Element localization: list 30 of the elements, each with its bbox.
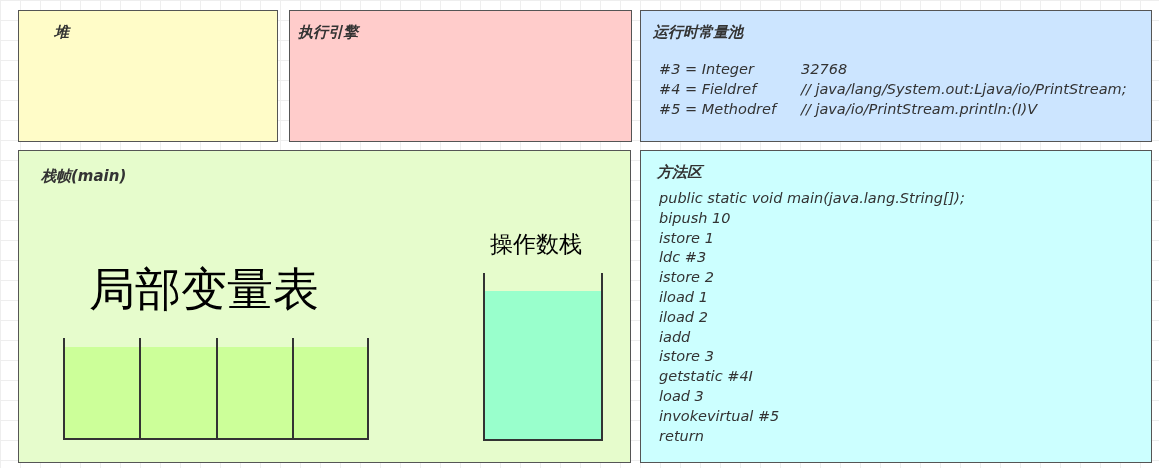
box-heading: 执行引擎 — [298, 23, 358, 42]
bytecode-line: ldc #3 — [659, 249, 707, 266]
method-area-box — [640, 150, 1152, 463]
bytecode-line: load 3 — [659, 388, 704, 404]
bytecode-line: public static void main(java.lang.String[]); — [659, 190, 965, 206]
box-heading: 运行时常量池 — [653, 23, 743, 42]
stack-title: 操作数栈 — [490, 230, 582, 259]
bytecode-line: return — [659, 427, 704, 444]
bytecode-line: bipush 10 — [659, 209, 731, 226]
constant-entry: #5 = Methodref — [659, 101, 777, 117]
constant-pool-box — [640, 10, 1152, 142]
box-heading: 栈帧(main) — [41, 167, 127, 186]
box-heading: 堆 — [54, 23, 69, 42]
bytecode-line: iload 2 — [659, 308, 708, 325]
bytecode-line: iload 1 — [659, 289, 708, 305]
heap-box — [18, 10, 278, 142]
bytecode-line: iadd — [659, 328, 691, 345]
engine-box — [289, 10, 632, 142]
bytecode-line: invokevirtual #5 — [659, 407, 780, 424]
constant-entry: #3 = Integer — [659, 61, 754, 77]
constant-value: // java/lang/System.out:Ljava/io/PrintStream; — [801, 81, 1127, 97]
table-title: 局部变量表 — [89, 261, 319, 318]
constant-value: // java/io/PrintStream.println:(I)V — [801, 101, 1038, 117]
constant-entry: #4 = Fieldref — [659, 81, 757, 97]
bytecode-line: getstatic #4I — [659, 368, 753, 385]
bytecode-line: istore 1 — [659, 229, 714, 246]
stack-frame-box — [18, 150, 631, 463]
bytecode-line: istore 3 — [659, 348, 714, 365]
bytecode-line: istore 2 — [659, 269, 714, 286]
constant-value: 32768 — [801, 61, 848, 77]
